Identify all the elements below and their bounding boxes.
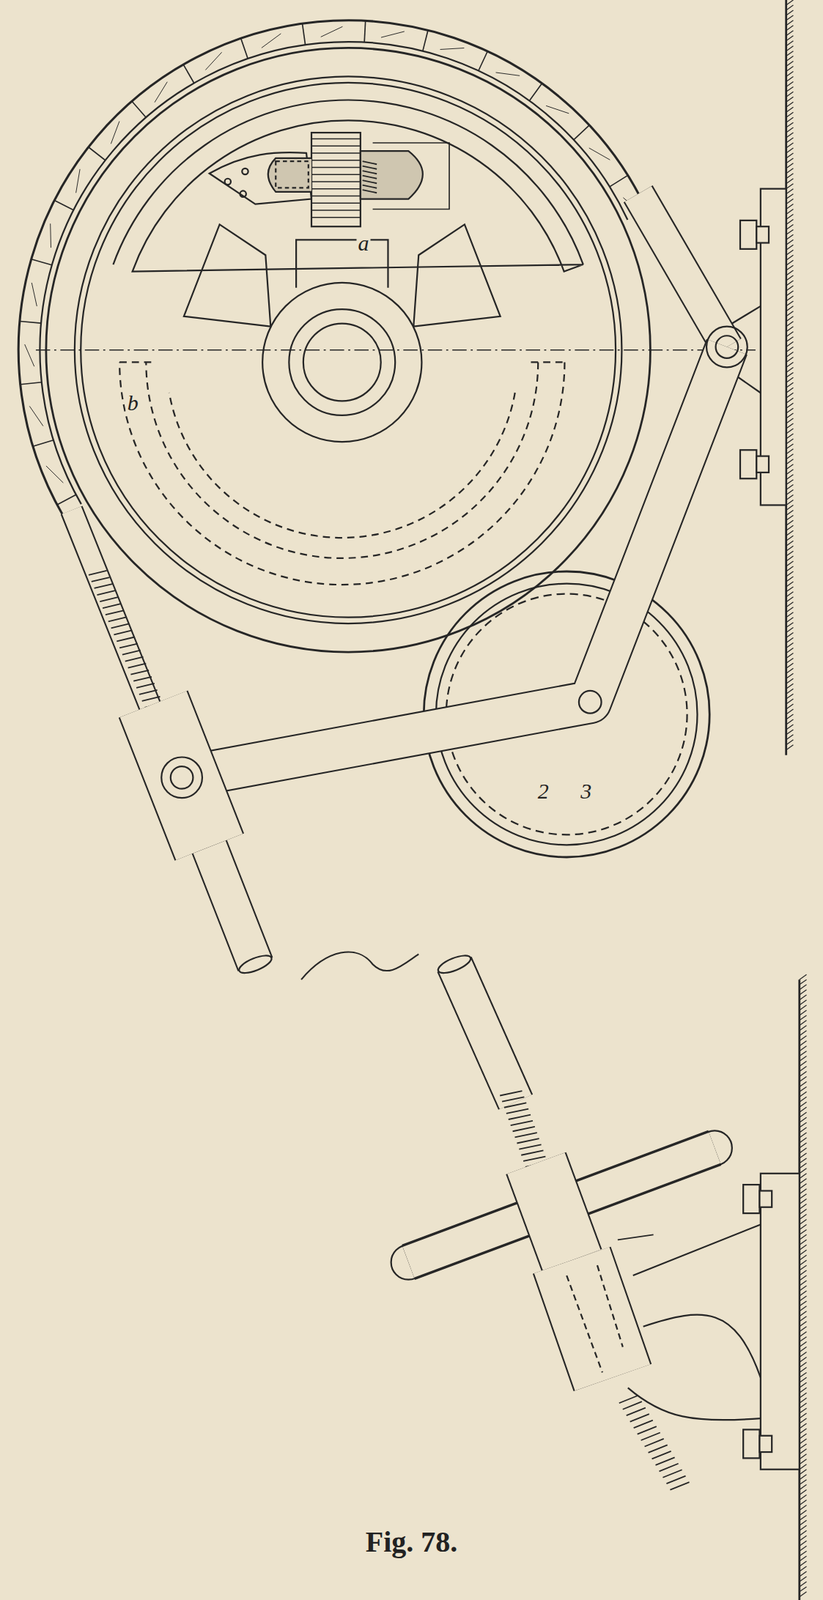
drawing	[18, 0, 807, 1600]
callout-label: 2	[536, 780, 551, 803]
callout-label: a	[356, 232, 371, 255]
callout-label: 3	[578, 780, 593, 803]
callout-label: b	[126, 392, 140, 415]
figure-caption: Fig. 78.	[365, 1524, 459, 1559]
